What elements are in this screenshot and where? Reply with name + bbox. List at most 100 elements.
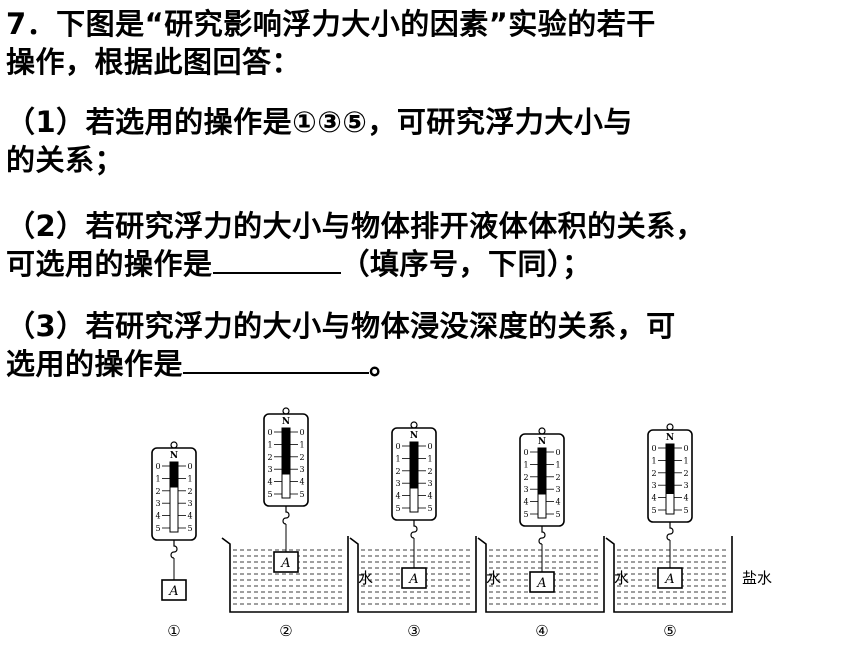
block bbox=[161, 579, 187, 601]
part-3-answer-blank[interactable] bbox=[183, 346, 370, 374]
scale-tick-right: 0 bbox=[555, 448, 560, 457]
scale-tick-left: 1 bbox=[267, 440, 272, 449]
scale-tick-right: 2 bbox=[555, 473, 560, 482]
scale-ring bbox=[410, 421, 418, 429]
scale-tick-left: 2 bbox=[395, 467, 400, 476]
beaker bbox=[221, 536, 349, 613]
scale-tick-right: 3 bbox=[683, 481, 688, 490]
scale-tick-right: 0 bbox=[427, 442, 432, 451]
liquid-label: 水 bbox=[358, 569, 373, 587]
part-3-prefix: 选用的操作是 bbox=[6, 347, 184, 381]
scale-tick-left: 4 bbox=[155, 512, 160, 521]
step-label: ② bbox=[279, 622, 292, 640]
scale-hook bbox=[666, 522, 674, 541]
scale-tick-right: 4 bbox=[299, 478, 304, 487]
part-2-prefix: 可选用的操作是 bbox=[6, 247, 213, 281]
scale-tick-right: 5 bbox=[427, 504, 432, 513]
scale-tick-left: 0 bbox=[651, 444, 656, 453]
step-label: ③ bbox=[407, 622, 420, 640]
block bbox=[273, 551, 299, 573]
block-label: A bbox=[408, 572, 418, 587]
part-2-line-b: 可选用的操作是 （填序号，下同）； bbox=[6, 246, 592, 282]
liquid-label: 水 bbox=[614, 569, 629, 587]
scale-tick-right: 0 bbox=[299, 428, 304, 437]
scale-tick-left: 2 bbox=[523, 473, 528, 482]
question-line-2: 操作，根据此图回答： bbox=[6, 45, 302, 79]
scale-tick-left: 3 bbox=[155, 499, 160, 508]
scale-tick-right: 1 bbox=[683, 456, 688, 465]
scale-indicator bbox=[282, 428, 290, 475]
scale-tick-right: 3 bbox=[299, 465, 304, 474]
block-label: A bbox=[536, 576, 546, 591]
part-2-suffix: （填序号，下同）； bbox=[340, 247, 592, 281]
part-3-suffix: 。 bbox=[369, 347, 399, 381]
scale-unit: N bbox=[666, 433, 674, 443]
step-label: ④ bbox=[535, 622, 548, 640]
question-line-1: 7．下图是“研究影响浮力大小的因素”实验的若干 bbox=[6, 7, 656, 41]
scale-indicator bbox=[666, 444, 674, 494]
scale-tick-left: 4 bbox=[395, 492, 400, 501]
block-label: A bbox=[168, 584, 178, 599]
scale-tick-right: 4 bbox=[187, 512, 192, 521]
scale-tick-right: 3 bbox=[427, 479, 432, 488]
scale-unit: N bbox=[170, 451, 178, 461]
scale-hook bbox=[282, 506, 290, 525]
scale-tick-left: 3 bbox=[267, 465, 272, 474]
scale-tick-left: 3 bbox=[395, 479, 400, 488]
part-1-line-b: 的关系； bbox=[6, 143, 125, 177]
scale-tick-right: 2 bbox=[299, 453, 304, 462]
step-label: ⑤ bbox=[663, 622, 676, 640]
scale-tick-right: 1 bbox=[555, 460, 560, 469]
scale-tick-right: 4 bbox=[683, 494, 688, 503]
scale-tick-left: 1 bbox=[651, 456, 656, 465]
scale-tick-right: 1 bbox=[299, 440, 304, 449]
scale-tick-right: 4 bbox=[427, 492, 432, 501]
scale-tick-right: 5 bbox=[555, 510, 560, 519]
block-label: A bbox=[280, 556, 290, 571]
part-3-line-a: （3）若研究浮力的大小与物体浸没深度的关系，可 bbox=[6, 309, 676, 343]
liquid-label: 水 bbox=[486, 569, 501, 587]
scale-tick-right: 2 bbox=[683, 469, 688, 478]
scale-ring bbox=[538, 427, 546, 435]
scale-tick-left: 3 bbox=[523, 485, 528, 494]
scale-tick-left: 5 bbox=[395, 504, 400, 513]
scale-tick-left: 1 bbox=[155, 474, 160, 483]
scale-tick-right: 5 bbox=[187, 524, 192, 533]
scale-tick-right: 2 bbox=[427, 467, 432, 476]
scale-tick-left: 0 bbox=[267, 428, 272, 437]
block bbox=[657, 567, 683, 589]
part-2-line-a: （2）若研究浮力的大小与物体排开液体体积的关系， bbox=[6, 209, 706, 243]
scale-tick-right: 5 bbox=[299, 490, 304, 499]
scale-tick-left: 2 bbox=[651, 469, 656, 478]
scale-tick-right: 2 bbox=[187, 487, 192, 496]
scale-tick-right: 5 bbox=[683, 506, 688, 515]
scale-tick-left: 4 bbox=[523, 498, 528, 507]
beaker bbox=[477, 536, 605, 613]
part-3-line-b: 选用的操作是 。 bbox=[6, 346, 399, 382]
scale-tick-left: 0 bbox=[395, 442, 400, 451]
scale-tick-left: 4 bbox=[267, 478, 272, 487]
scale-ring bbox=[282, 407, 290, 415]
part-2-answer-blank[interactable] bbox=[212, 246, 341, 274]
scale-tick-left: 1 bbox=[523, 460, 528, 469]
scale-unit: N bbox=[538, 437, 546, 447]
scale-indicator bbox=[538, 448, 546, 495]
scale-unit: N bbox=[282, 417, 290, 427]
scale-tick-right: 3 bbox=[187, 499, 192, 508]
scale-tick-left: 3 bbox=[651, 481, 656, 490]
scale-tick-right: 0 bbox=[683, 444, 688, 453]
scale-tick-left: 0 bbox=[155, 462, 160, 471]
scale-tick-left: 5 bbox=[267, 490, 272, 499]
scale-tick-right: 3 bbox=[555, 485, 560, 494]
scale-hook bbox=[170, 540, 178, 559]
liquid-label: 盐水 bbox=[742, 569, 772, 587]
block-label: A bbox=[664, 572, 674, 587]
scale-hook bbox=[410, 520, 418, 539]
scale-hook bbox=[538, 526, 546, 545]
scale-tick-right: 1 bbox=[187, 474, 192, 483]
